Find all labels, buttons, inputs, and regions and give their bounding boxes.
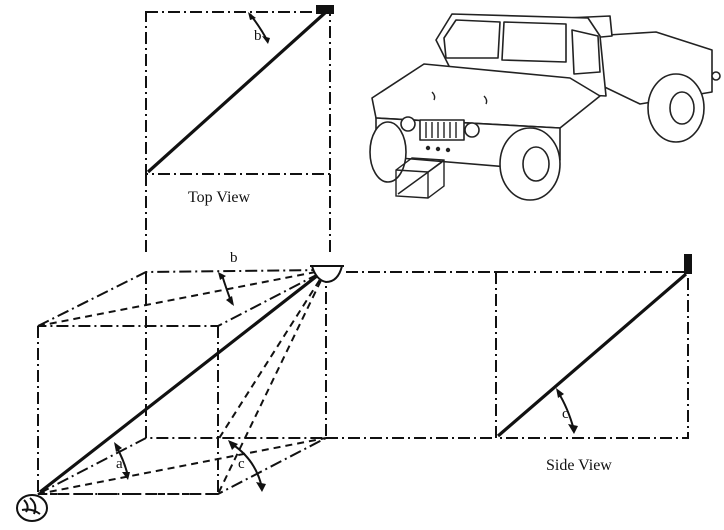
vehicle-bumper-lights [425,145,451,153]
isometric-box: b a c [16,250,344,522]
line-of-sight [39,270,323,494]
vehicle-rear-hub [669,91,695,125]
side-view-label: Side View [546,457,612,474]
box-arrowhead [218,272,226,280]
top-view-line [146,10,328,174]
vehicle-headlight-left [400,116,416,132]
box-arrowhead [256,482,266,492]
vehicle-tow-hook [711,71,721,81]
side-view-panel: c Side View [495,254,692,474]
side-view-sensor-mark [684,254,692,274]
vehicle-front-hub [522,146,550,182]
box-angle-b-label: b [230,250,238,266]
side-view-frame [495,271,689,439]
box-arrowhead [228,440,238,450]
projection-line [217,269,327,495]
side-view-arrowhead [556,388,564,398]
projection-line [217,269,327,441]
top-view-arrowhead [248,12,256,20]
box-angle-c-label: c [238,456,245,472]
box-arrowhead [226,296,234,306]
vehicle-sensor-box [395,157,445,199]
top-view-label: Top View [188,189,251,206]
vehicle-windshield-left [443,19,501,59]
side-view-angle-c-label: c [562,406,569,422]
sensor-dome-icon [310,265,344,284]
projection-line [37,269,327,327]
vehicle-side-window [571,29,601,75]
top-view-sensor-mark [316,5,334,14]
humvee-vehicle-illustration [369,13,721,201]
vehicle-grille [419,119,465,141]
vehicle-hood-vents [431,91,488,105]
top-view-arrowhead [262,36,270,44]
angle-a-label: a [116,456,123,472]
box-angle-c-arc [231,443,263,489]
top-view-panel: b Top View [145,5,334,252]
vehicle-headlight-right [464,122,480,138]
target-symbol-icon [16,494,48,522]
angle-a-arrowhead [122,472,130,480]
vehicle-windshield-right [501,21,567,63]
top-view-frame [145,11,331,175]
side-view-arrowhead [568,424,578,434]
projection-line [37,437,327,495]
side-view-line [496,272,688,438]
vehicle-front-wheel-left [369,121,407,183]
top-view-angle-b-label: b [254,28,262,44]
angle-a-arrowhead [114,442,122,452]
